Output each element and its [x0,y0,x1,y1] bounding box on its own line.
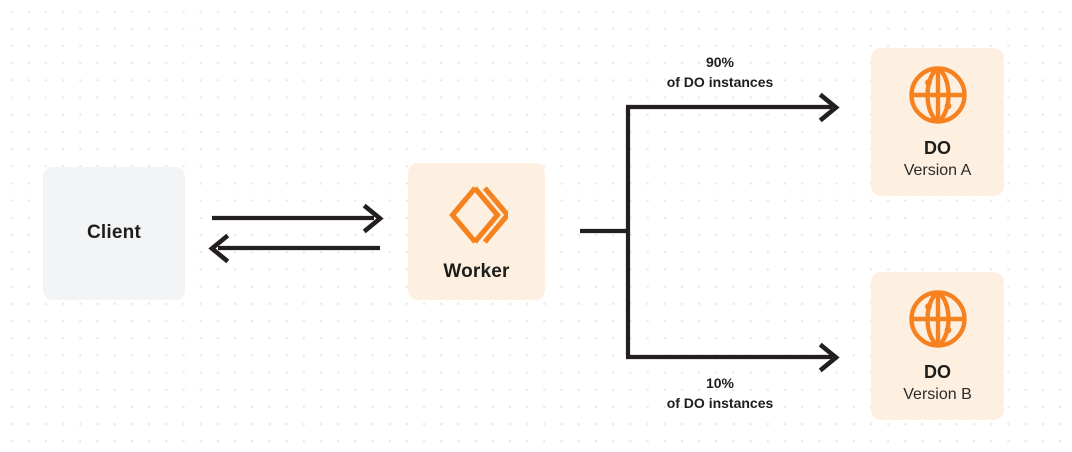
globe-icon [907,288,969,350]
edge-worker-to-do-a [626,92,840,123]
node-do-b-label: DO [924,362,951,383]
edge-worker-to-client [208,233,380,264]
globe-icon [907,64,969,126]
node-do-a-label: DO [924,138,951,159]
edge-client-to-worker [212,203,384,234]
node-client[interactable]: Client [43,167,185,300]
edge-worker-branch-spine [580,107,631,357]
edge-label-do-a-percent: 90% [705,54,735,70]
edge-label-do-a: 90% of DO instances [608,53,832,93]
cloudflare-workers-logo-icon [446,184,511,246]
node-do-a-version: Version A [903,162,972,180]
node-client-label: Client [87,222,141,244]
node-worker[interactable]: Worker [408,163,545,300]
node-do-b-version: Version B [903,386,972,404]
node-do-version-b[interactable]: DO Version B [871,272,1004,420]
edge-label-do-b-percent: 10% [705,375,735,391]
edge-label-do-b: 10% of DO instances [608,374,832,414]
edge-label-do-a-text: of DO instances [666,73,774,90]
node-do-version-a[interactable]: DO Version A [871,48,1004,196]
edge-worker-to-do-b [626,342,840,373]
edge-label-do-b-text: of DO instances [666,394,774,411]
node-worker-label: Worker [443,261,510,283]
